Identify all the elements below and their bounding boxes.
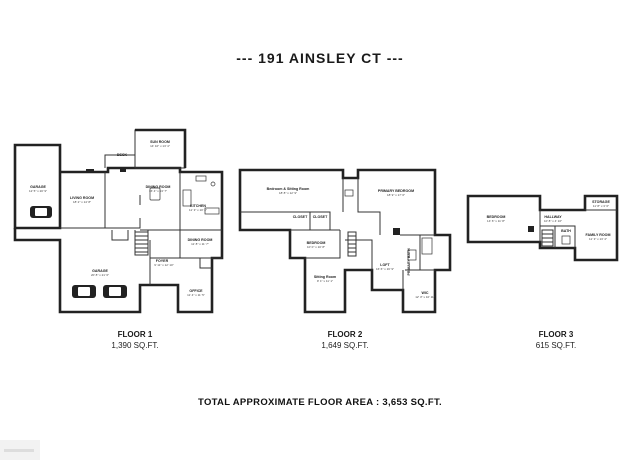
- room-label: OFFICE: [189, 289, 203, 293]
- room-dim: 10' 0" x 10' 8": [307, 245, 325, 249]
- room-dim: 9' 11" x 12' 10": [154, 263, 174, 267]
- car-icon: [72, 285, 96, 298]
- room-label: DINING ROOM: [146, 185, 171, 189]
- room-label: PRIMARY BATH: [407, 248, 411, 275]
- room-label: KITCHEN: [190, 204, 206, 208]
- room-dim: 12' 3" x 10' 11": [415, 295, 435, 299]
- room-label: LOFT: [380, 263, 390, 267]
- room-label: SUN ROOM: [150, 140, 170, 144]
- room-label: BEDROOM: [307, 241, 326, 245]
- room-label: Bedroom & Sitting Room: [267, 187, 310, 191]
- room-label: BEDROOM: [487, 215, 506, 219]
- room-dim: 10' 8" x 4' 10": [544, 219, 562, 223]
- room-dim: 18' 2" x 14' 8": [73, 200, 91, 204]
- room-dim: 11' 3" x 13' 4": [589, 237, 607, 241]
- floor-2-label: FLOOR 2: [327, 330, 363, 339]
- room-label: CLOSET: [313, 215, 328, 219]
- room-label: FOYER: [156, 259, 169, 263]
- room-label: LIVING ROOM: [70, 196, 94, 200]
- room-dim: 16' 4" x 13' 7": [149, 189, 167, 193]
- total-floor-area: TOTAL APPROXIMATE FLOOR AREA : 3,653 SQ.…: [198, 397, 442, 408]
- room-dim: 12' 5" x 20' 9": [29, 189, 47, 193]
- room-label: DINING ROOM: [188, 238, 213, 242]
- brand-logo: [0, 440, 40, 460]
- room-dim: 11' 8" x 11' 7": [191, 242, 209, 246]
- floor-3-plan: BEDROOM 14' 6" x 11' 8" HALLWAY 10' 8" x…: [466, 194, 619, 262]
- car-icon: [30, 206, 52, 218]
- room-dim: 14' 6" x 11' 8": [487, 219, 505, 223]
- room-dim: 18' 9" x 17' 0": [387, 193, 405, 197]
- floor-1-plan: GARAGE 12' 5" x 20' 9" LIVING ROOM 18' 2…: [13, 128, 224, 314]
- room-dim: 11' 3" x 10' 4": [189, 208, 207, 212]
- room-label: Sitting Room: [314, 275, 336, 279]
- room-label: FAMILY ROOM: [586, 233, 611, 237]
- floor-2-area: 1,649 SQ.FT.: [321, 341, 369, 350]
- room-dim: 9' 1" x 11' 1": [317, 279, 333, 283]
- floor-3-label: FLOOR 3: [538, 330, 574, 339]
- room-label: BATH: [561, 229, 571, 233]
- room-dim: 11' 4" x 11' 5": [187, 293, 205, 297]
- room-dim: 16' 6" x 16' 9": [376, 267, 394, 271]
- room-label: STORAGE: [592, 200, 610, 204]
- floor-1-label: FLOOR 1: [117, 330, 153, 339]
- room-label: HALLWAY: [544, 215, 562, 219]
- floor-2-plan: Bedroom & Sitting Room 18' 8" x 12' 9" P…: [238, 168, 452, 314]
- floor-1-area: 1,390 SQ.FT.: [111, 341, 159, 350]
- room-label: GARAGE: [30, 185, 46, 189]
- room-label: CLOSET: [293, 215, 308, 219]
- car-icon: [103, 285, 127, 298]
- room-label: WIC: [422, 291, 429, 295]
- room-label: DECK: [117, 153, 128, 157]
- room-dim: 18' 8" x 12' 9": [279, 191, 297, 195]
- room-dim: 14' 10" x 13' 4": [150, 144, 170, 148]
- room-dim: 11' 8" x 3' 6": [593, 204, 609, 208]
- room-label: GARAGE: [92, 269, 108, 273]
- property-title: --- 191 AINSLEY CT ---: [236, 50, 404, 66]
- room-dim: 20' 8" x 21' 6": [91, 273, 109, 277]
- floor-3-area: 615 SQ.FT.: [535, 341, 577, 350]
- room-label: PRIMARY BEDROOM: [378, 189, 414, 193]
